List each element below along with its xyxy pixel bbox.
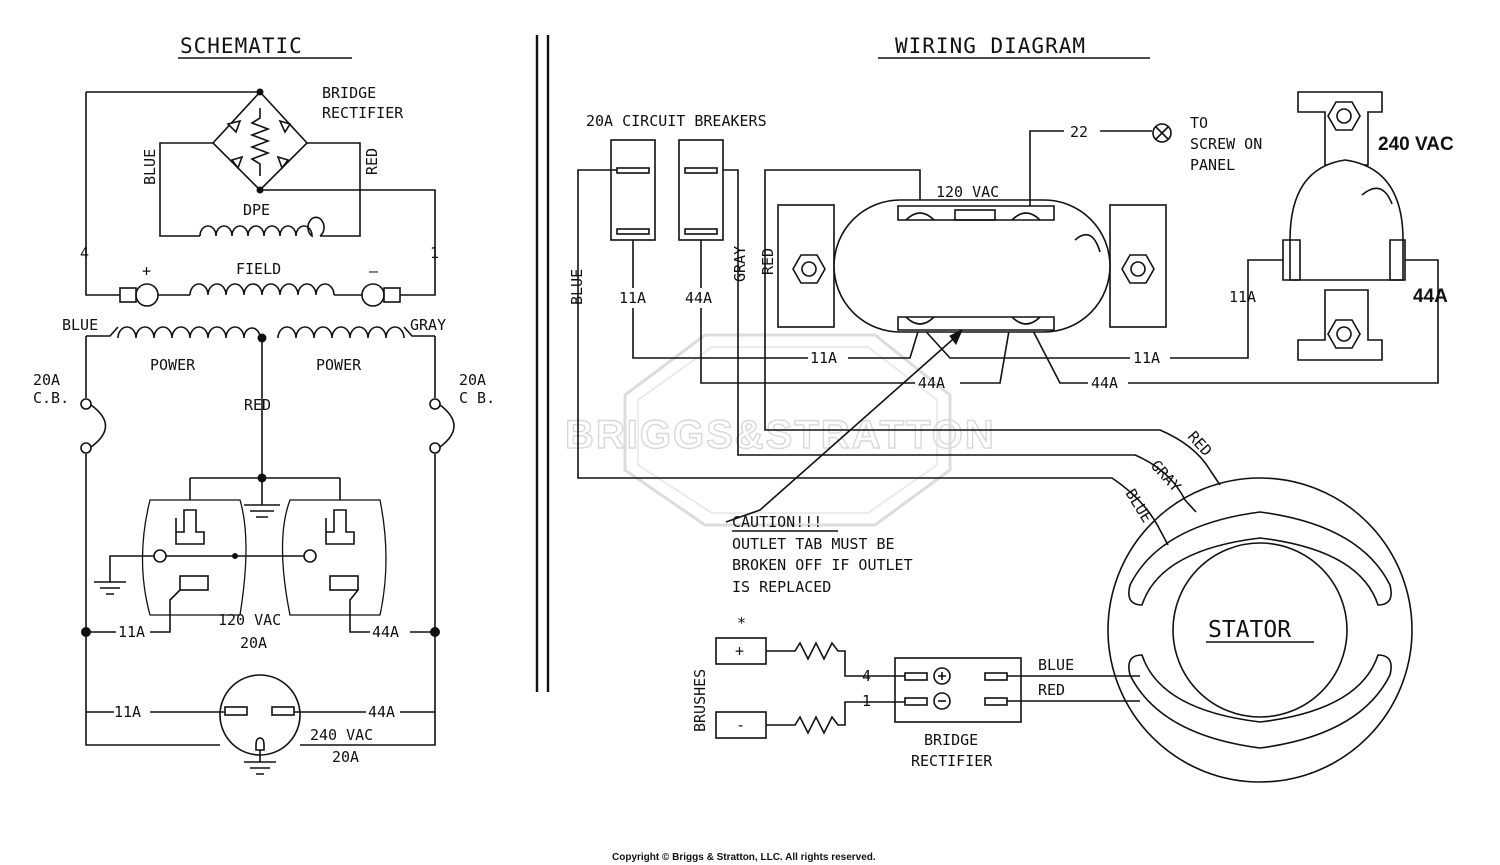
schematic-red-label: RED	[363, 148, 381, 175]
circuit-breaker-2	[678, 139, 724, 241]
watermark-text: BRIGGS&STRATTON	[565, 413, 996, 457]
terminal-1-label: 1	[430, 244, 439, 262]
wiring-bridge-label-2: RECTIFIER	[911, 752, 993, 770]
watermark-logo: BRIGGS&STRATTON	[564, 333, 996, 527]
schematic-bridge-rectifier	[211, 88, 309, 194]
brush-negative	[715, 701, 876, 739]
wire-22-label: 22	[1070, 123, 1088, 141]
wiring-bridge-label-1: BRIDGE	[924, 731, 978, 749]
brushes-label: BRUSHES	[691, 669, 709, 732]
brush-positive	[715, 637, 876, 677]
wire-11a-left: 11A	[810, 349, 837, 367]
bridge-rectifier-label-2: RECTIFIER	[322, 104, 404, 122]
wiring-blue-label: BLUE	[568, 269, 586, 305]
wiring-240-receptacle	[1282, 91, 1406, 361]
wiring-120vac-label: 120 VAC	[936, 183, 999, 201]
brush-plus: +	[735, 642, 744, 660]
schematic-11a-upper: 11A	[118, 623, 145, 641]
power-gray-label: GRAY	[410, 316, 446, 334]
bridge-blue-label: BLUE	[1038, 656, 1074, 674]
field-brush-right	[361, 283, 401, 307]
schematic-11a-lower: 11A	[114, 703, 141, 721]
to-screw-label-3: PANEL	[1190, 156, 1235, 174]
brush-minus: -	[736, 716, 745, 734]
stator	[1107, 477, 1413, 783]
wiring-bridge-rectifier	[894, 657, 1022, 723]
schematic-44a-lower: 44A	[368, 703, 395, 721]
receptacle-11a-label: 11A	[1229, 288, 1256, 306]
stator-lead-red: RED	[1184, 428, 1216, 460]
cb-left-label-2: C.B.	[33, 389, 69, 407]
bridge-terminal-4: 4	[862, 667, 871, 685]
breaker1-11a-label: 11A	[619, 289, 646, 307]
to-screw-label-2: SCREW ON	[1190, 135, 1262, 153]
schematic-44a-upper: 44A	[372, 623, 399, 641]
wire-11a-right: 11A	[1133, 349, 1160, 367]
outlet-120-label-1: 120 VAC	[218, 611, 281, 629]
wiring-duplex-outlet	[777, 199, 1167, 333]
outlet-240-label-1: 240 VAC	[310, 726, 373, 744]
copyright-text: Copyright © Briggs & Stratton, LLC. All …	[612, 852, 876, 863]
wiring-gray-label: GRAY	[731, 246, 749, 282]
cb-left-label-1: 20A	[33, 371, 60, 389]
caution-line-2: OUTLET TAB MUST BE	[732, 535, 895, 553]
breakers-label: 20A CIRCUIT BREAKERS	[586, 112, 767, 130]
receptacle-44a-label: 44A	[1413, 286, 1448, 307]
wiring-red-label: RED	[759, 248, 777, 275]
caution-line-4: IS REPLACED	[732, 578, 831, 596]
field-label: FIELD	[236, 260, 281, 278]
schematic-section: SCHEMATIC BRIDGE RECTIFIER BLUE RED DPE …	[33, 34, 495, 775]
schematic-240-outlet	[219, 674, 301, 775]
wire-44a-left: 44A	[918, 374, 945, 392]
outlet-120-label-2: 20A	[240, 634, 267, 652]
cb-right-label-2: C B.	[459, 389, 495, 407]
wiring-240vac-label: 240 VAC	[1378, 134, 1454, 155]
outlet-240-label-2: 20A	[332, 748, 359, 766]
field-minus-label: –	[369, 262, 379, 280]
panel-screw-icon	[1152, 123, 1172, 143]
field-plus-label: +	[142, 262, 151, 280]
wiring-section: WIRING DIAGRAM 20A CIRCUIT BREAKERS BLUE…	[568, 34, 1454, 783]
schematic-blue-label: BLUE	[141, 149, 159, 185]
schematic-duplex-outlet	[94, 499, 387, 616]
wire-44a-right: 44A	[1091, 374, 1118, 392]
dpe-label: DPE	[243, 201, 270, 219]
power-label-right: POWER	[316, 356, 362, 374]
brush-asterisk: *	[737, 614, 746, 632]
schematic-red-center-label: RED	[244, 396, 271, 414]
bridge-rectifier-label-1: BRIDGE	[322, 84, 376, 102]
wiring-title: WIRING DIAGRAM	[895, 34, 1086, 58]
field-brush-left	[119, 283, 159, 307]
cb-right-label-1: 20A	[459, 371, 486, 389]
stator-lead-blue: BLUE	[1122, 486, 1156, 526]
circuit-breaker-1	[610, 139, 656, 241]
caution-line-3: BROKEN OFF IF OUTLET	[732, 556, 913, 574]
power-blue-label: BLUE	[62, 316, 98, 334]
stator-label: STATOR	[1208, 617, 1291, 643]
bridge-red-label: RED	[1038, 681, 1065, 699]
caution-line-1: CAUTION!!!	[732, 513, 822, 531]
bridge-terminal-1: 1	[862, 692, 871, 710]
to-screw-label-1: TO	[1190, 114, 1208, 132]
terminal-4-label: 4	[80, 244, 89, 262]
power-label-left: POWER	[150, 356, 196, 374]
breaker2-44a-label: 44A	[685, 289, 712, 307]
schematic-title: SCHEMATIC	[180, 34, 303, 58]
